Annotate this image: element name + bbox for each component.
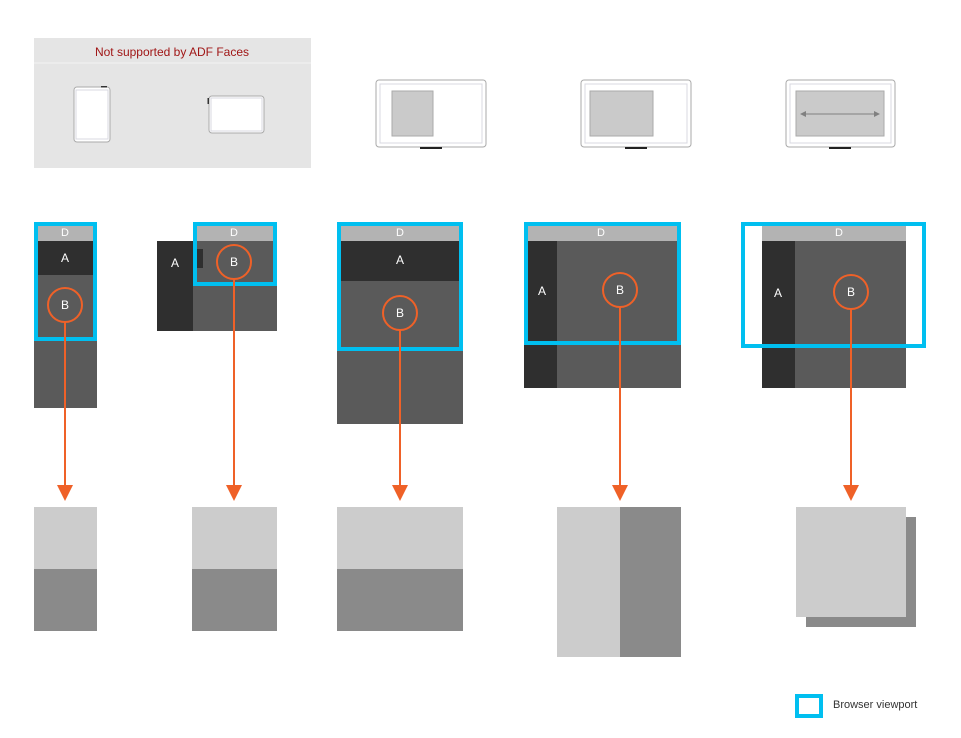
browser-viewport xyxy=(524,222,681,345)
region-a-label: A xyxy=(61,251,69,265)
monitor-icon-narrow xyxy=(375,79,487,149)
region-b-label: B xyxy=(616,283,624,297)
region-a-label: A xyxy=(171,256,179,270)
layout-column-3: D A B xyxy=(337,222,463,501)
result-block-2 xyxy=(192,507,277,631)
unsupported-title: Not supported by ADF Faces xyxy=(95,45,249,59)
region-d-label: D xyxy=(597,227,605,239)
result-block-5 xyxy=(796,507,916,627)
region-d-label: D xyxy=(835,227,843,239)
layout-column-1: D A B xyxy=(34,222,97,501)
region-b-label: B xyxy=(396,306,404,320)
result-block-1 xyxy=(34,507,97,631)
browser-viewport-swatch xyxy=(795,694,823,718)
phone-portrait-icon xyxy=(73,86,111,143)
legend: Browser viewport xyxy=(795,694,917,718)
result-block-4 xyxy=(557,507,681,657)
region-b-label: B xyxy=(847,285,855,299)
monitor-icon-wide xyxy=(785,79,896,149)
region-a-label: A xyxy=(774,286,782,300)
region-a-label: A xyxy=(538,284,546,298)
layout-column-4: D A B xyxy=(524,222,681,501)
layout-column-2: A D B xyxy=(157,222,277,501)
result-block-3 xyxy=(337,507,463,631)
region-b-label: B xyxy=(61,298,69,312)
region-d-label: D xyxy=(230,227,238,239)
monitor-icon-medium xyxy=(580,79,692,149)
unsupported-devices-panel: Not supported by ADF Faces xyxy=(34,38,311,168)
region-d-label: D xyxy=(396,227,404,239)
browser-viewport xyxy=(741,222,926,348)
tablet-landscape-icon xyxy=(207,95,265,134)
layout-column-5: D A B xyxy=(741,222,926,501)
legend-label: Browser viewport xyxy=(833,699,917,711)
region-a-label: A xyxy=(396,253,404,267)
region-d-label: D xyxy=(61,227,69,239)
region-b-label: B xyxy=(230,255,238,269)
